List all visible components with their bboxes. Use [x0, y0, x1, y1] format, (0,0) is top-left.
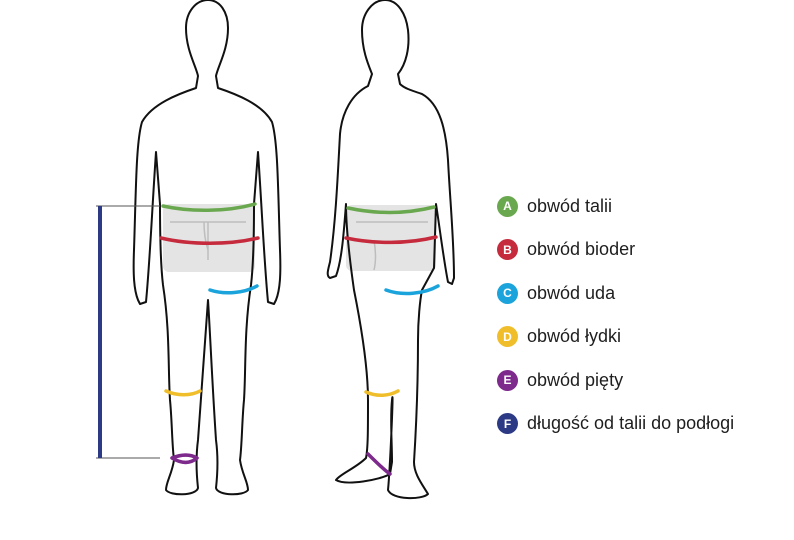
- legend-label: długość od talii do podłogi: [527, 413, 735, 433]
- legend-label: obwód pięty: [527, 369, 624, 390]
- side-heel-line-E: [366, 452, 392, 476]
- legend-label: obwód bioder: [527, 239, 636, 259]
- waist-to-floor-indicator-F: [96, 205, 160, 459]
- badge-e-icon: E: [497, 369, 518, 391]
- front-thigh-line-C: [208, 284, 259, 295]
- front-body-figure: [132, 0, 282, 496]
- legend-item-heel: E obwód pięty: [497, 369, 787, 391]
- legend-item-hips: B obwód bioder: [497, 239, 787, 261]
- badge-c-icon: C: [497, 282, 518, 304]
- front-hip-line-B: [159, 236, 260, 245]
- legend-label: obwód uda: [527, 282, 616, 303]
- front-calf-line-D: [164, 389, 202, 397]
- legend-item-thigh: C obwód uda: [497, 282, 787, 304]
- badge-a-icon: A: [497, 195, 518, 217]
- front-shorts-detail: [170, 221, 246, 260]
- side-calf-line-D: [364, 389, 400, 397]
- measurement-legend: A obwód talii B obwód bioder C obwód uda…: [497, 195, 787, 456]
- badge-f-icon: F: [497, 413, 518, 434]
- side-hip-line-B: [344, 235, 438, 245]
- side-body-figure: [326, 0, 455, 500]
- side-shorts: [346, 205, 436, 271]
- side-thigh-line-C: [384, 284, 440, 296]
- legend-label: obwód łydki: [527, 326, 622, 346]
- side-body-outline: [326, 0, 455, 500]
- legend-label: obwód talii: [527, 195, 613, 216]
- legend-item-length: F długość od talii do podłogi: [497, 413, 787, 435]
- front-shorts: [163, 204, 255, 272]
- badge-d-icon: D: [497, 326, 518, 347]
- front-waist-line-A: [161, 202, 257, 212]
- legend-item-calf: D obwód łydki: [497, 326, 787, 348]
- front-heel-line-E: [170, 453, 199, 465]
- badge-b-icon: B: [497, 239, 518, 260]
- front-body-outline: [132, 0, 282, 496]
- legend-item-waist: A obwód talii: [497, 195, 787, 217]
- side-waist-line-A: [346, 205, 436, 215]
